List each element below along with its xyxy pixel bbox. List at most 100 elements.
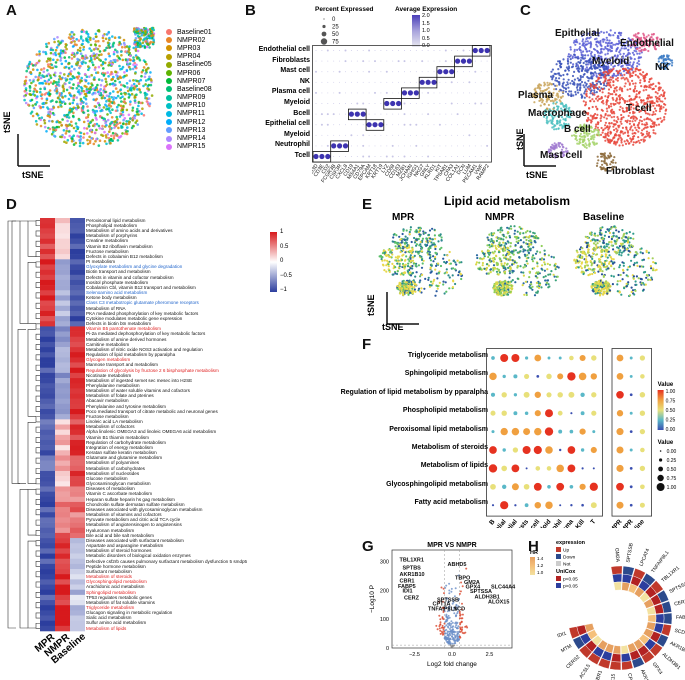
tsne-point (653, 123, 656, 126)
tsne-point (590, 72, 593, 75)
feature-point (500, 247, 503, 250)
tsne-point (45, 60, 49, 63)
dotplot-dot (392, 60, 394, 62)
panel-e-group-nmpr: NMPR (485, 212, 515, 223)
heatmap-cell (55, 383, 70, 389)
feature-point (499, 231, 502, 234)
tsne-point (557, 72, 561, 75)
feature-point (431, 238, 434, 241)
heatmap-cell (40, 532, 55, 539)
tsne-point (58, 75, 61, 78)
tsne-point (549, 119, 552, 122)
feature-point (527, 245, 530, 248)
dotplot-dot (403, 60, 406, 63)
tsne-point (553, 128, 556, 131)
tsne-point (135, 119, 139, 122)
heatmap-cell (70, 367, 85, 374)
tsne-point (548, 152, 551, 155)
tsne-point (38, 82, 41, 85)
tsne-point (118, 121, 122, 125)
tsne-point (114, 96, 118, 100)
tsne-point (59, 41, 63, 44)
feature-point (424, 277, 427, 280)
tsne-point (52, 106, 56, 109)
feature-point (454, 261, 457, 264)
tsne-point (99, 93, 103, 97)
feature-point (395, 259, 398, 262)
dotplot-dot (439, 92, 441, 94)
tsne-point (621, 59, 624, 62)
tsne-point (84, 54, 87, 57)
tsne-point (51, 130, 55, 134)
tsne-point (54, 61, 58, 64)
heatmap-cell (40, 316, 55, 322)
tsne-point (145, 62, 148, 66)
dotplot-dot (356, 156, 358, 157)
tsne-point (589, 85, 592, 88)
avg-tick: 1.0 (422, 28, 430, 35)
feature-point (506, 226, 509, 229)
dotplot-dot (362, 134, 365, 137)
tsne-point (612, 67, 615, 70)
tsne-point (638, 46, 641, 50)
heatmap-cell (70, 429, 85, 436)
tsne-point (656, 100, 659, 103)
tsne-point (135, 30, 138, 33)
tsne-point (575, 40, 578, 43)
feature-point (451, 286, 454, 289)
feature-point (492, 264, 496, 267)
feature-point (413, 236, 416, 240)
tsne-point (637, 76, 640, 79)
heatmap-cell (55, 321, 70, 327)
dotplot-dot (392, 134, 394, 136)
legend-item: MPR04 (166, 53, 212, 61)
dotplot-dot (398, 50, 400, 51)
feature-point (515, 261, 518, 264)
feature-point (385, 264, 388, 267)
tsne-point (67, 130, 71, 133)
heatmap-cell (40, 579, 55, 585)
heatmap-cell (55, 574, 70, 580)
tsne-point (111, 35, 114, 38)
tsne-point (586, 134, 589, 137)
feature-point (394, 241, 397, 244)
tsne-point (632, 117, 635, 120)
feature-point (396, 272, 399, 276)
tsne-point (547, 86, 550, 89)
feature-point (526, 229, 529, 233)
dendrogram-branch (35, 426, 40, 433)
feature-point (435, 272, 438, 275)
feature-point (399, 243, 402, 246)
heatmap-cell (40, 367, 55, 374)
heatmap-cell (40, 403, 55, 410)
tsne-point (87, 125, 91, 128)
tsne-point (589, 99, 592, 102)
tsne-point (565, 66, 568, 69)
feature-point (419, 279, 422, 282)
tsne-point (558, 90, 561, 93)
feature-point (428, 229, 432, 232)
tsne-point (580, 51, 583, 54)
tsne-point (642, 44, 645, 47)
feature-point (430, 241, 433, 244)
tsne-point (29, 93, 33, 97)
tsne-point (558, 111, 561, 114)
feature-point (447, 274, 450, 277)
tsne-point (90, 130, 94, 134)
tsne-point (77, 39, 81, 42)
dotplot-dot (398, 134, 400, 136)
heatmap-cell (70, 305, 85, 312)
heatmap-row-label: Metabolism of lipids (86, 625, 127, 631)
tsne-point (133, 39, 137, 42)
heatmap-cell (70, 388, 85, 394)
tsne-point (535, 91, 538, 94)
tsne-point (622, 70, 625, 73)
heatmap-cell (40, 496, 55, 503)
feature-point (396, 247, 399, 250)
dotplot-dot (468, 92, 470, 94)
dotplot-dot (315, 103, 317, 104)
dotplot-dot (380, 103, 382, 104)
tsne-point (562, 58, 565, 61)
tsne-point (613, 55, 616, 58)
feature-point (507, 227, 511, 230)
